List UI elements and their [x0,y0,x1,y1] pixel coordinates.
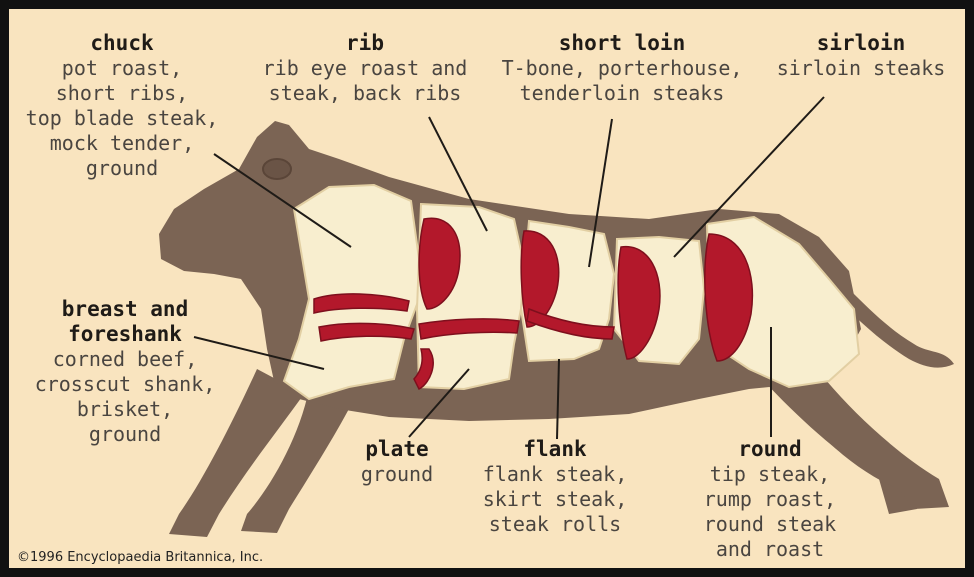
label-chuck: chuck pot roast, short ribs, top blade s… [21,31,223,181]
label-rib: rib rib eye roast and steak, back ribs [257,31,473,106]
plate-title: plate [337,437,457,462]
round-title: round [685,437,855,462]
sirloin-description: sirloin steaks [771,56,951,81]
label-sirloin: sirloin sirloin steaks [771,31,951,81]
cow-eye [263,159,291,179]
sirloin-title: sirloin [771,31,951,56]
round-description: tip steak, rump roast, round steak and r… [685,462,855,562]
chuck-title: chuck [21,31,223,56]
label-round: round tip steak, rump roast, round steak… [685,437,855,562]
breast-title: breast and foreshank [25,297,225,347]
label-breast-foreshank: breast and foreshank corned beef, crossc… [25,297,225,447]
copyright-notice: ©1996 Encyclopaedia Britannica, Inc. [17,550,263,565]
rib-title: rib [257,31,473,56]
rib-description: rib eye roast and steak, back ribs [257,56,473,106]
chuck-description: pot roast, short ribs, top blade steak, … [21,56,223,181]
breast-description: corned beef, crosscut shank, brisket, gr… [25,347,225,447]
flank-description: flank steak, skirt steak, steak rolls [475,462,635,537]
label-short-loin: short loin T-bone, porterhouse, tenderlo… [493,31,751,106]
label-plate: plate ground [337,437,457,487]
short-loin-description: T-bone, porterhouse, tenderloin steaks [493,56,751,106]
flank-title: flank [475,437,635,462]
short-loin-title: short loin [493,31,751,56]
plate-description: ground [337,462,457,487]
label-flank: flank flank steak, skirt steak, steak ro… [475,437,635,537]
